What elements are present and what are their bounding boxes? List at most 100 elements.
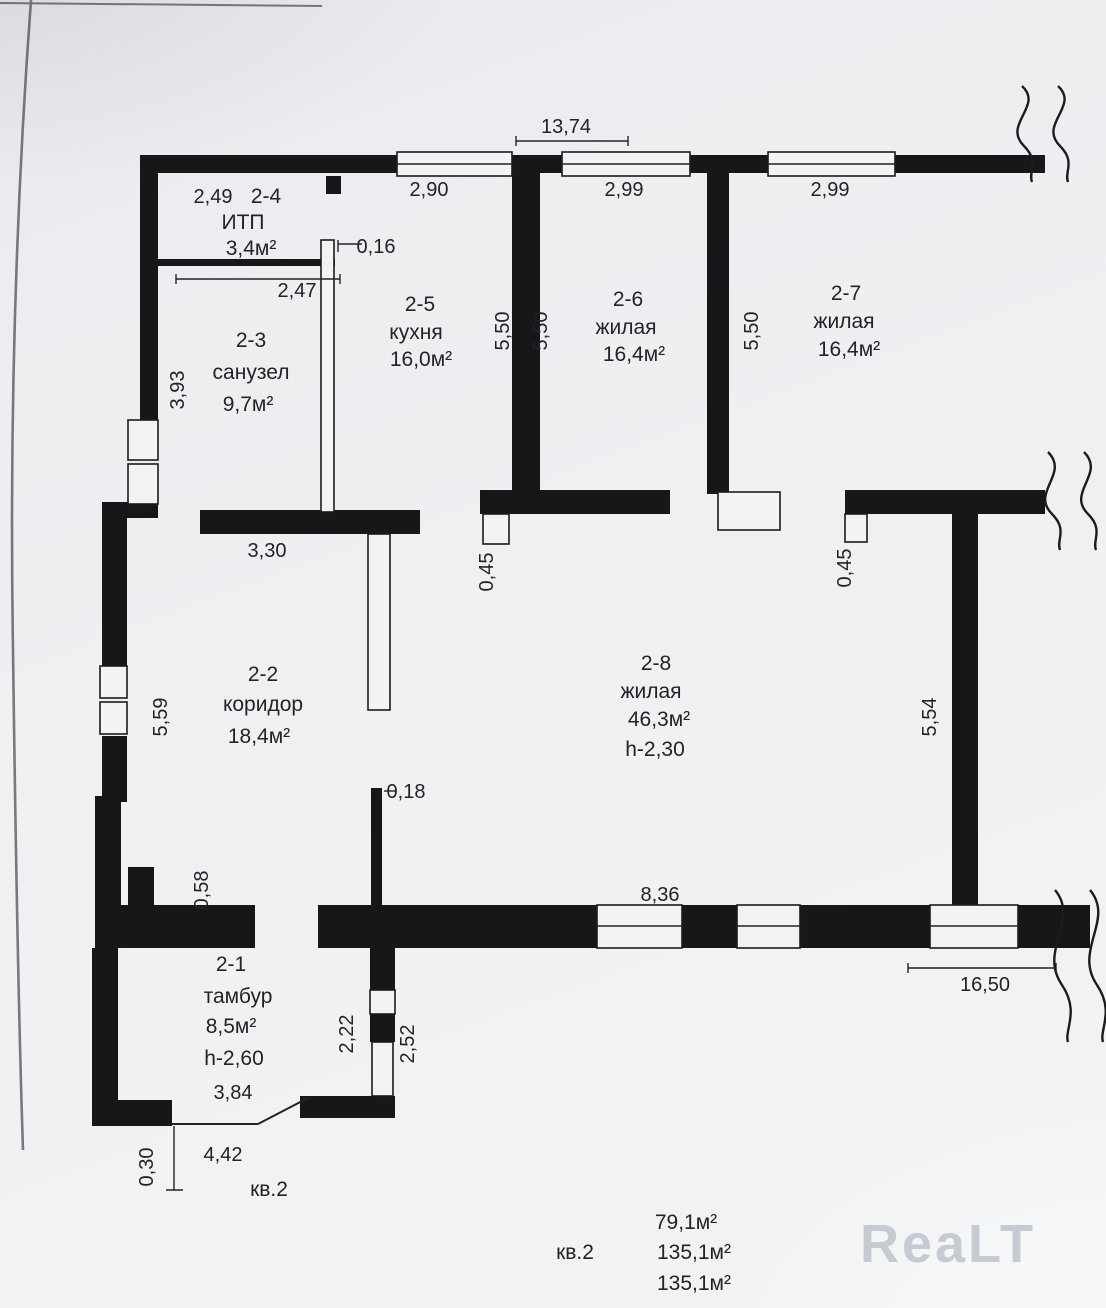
door-leaf-line — [257, 1097, 309, 1125]
wall-segment — [102, 736, 127, 802]
dim-entry-442: 4,42 — [204, 1144, 243, 1166]
wall-segment — [371, 788, 382, 905]
wall-segment — [682, 905, 737, 948]
partition-wall — [320, 239, 335, 513]
page-top-edge-line — [0, 2, 323, 7]
wall-niche — [127, 419, 159, 461]
break-line — [1016, 85, 1034, 183]
dim-koridor-top: 3,30 — [248, 540, 287, 562]
room-2-7-area: 16,4м² — [818, 338, 880, 361]
plan-apartment-label: кв.2 — [250, 1178, 288, 1201]
wall-segment — [300, 1096, 395, 1118]
room-2-2-name: коридор — [223, 693, 303, 716]
break-line — [1044, 451, 1062, 551]
room-2-4-area: 3,4м² — [226, 237, 277, 260]
dim-v045b: 0,45 — [834, 549, 856, 588]
dim-koridor-h: 5,59 — [150, 698, 172, 737]
window-symbol — [371, 1041, 394, 1097]
wall-segment — [121, 905, 255, 948]
room-2-1-id: 2-1 — [216, 953, 246, 976]
footer-apartment-label: кв.2 — [556, 1241, 594, 1264]
room-2-1-name: тамбур — [204, 985, 273, 1008]
window-symbol — [369, 989, 396, 1015]
wall-segment — [318, 905, 597, 948]
room-2-4-id: 2-4 — [251, 185, 282, 208]
dim-win1: 2,90 — [410, 179, 449, 201]
dim-room8-right: 5,54 — [919, 698, 941, 737]
wall-segment — [200, 510, 420, 534]
dim-tambur-222: 2,22 — [336, 1015, 358, 1054]
wall-segment — [158, 259, 335, 266]
dim-entry-030: 0,30 — [136, 1148, 158, 1187]
footer-area-3: 135,1м² — [657, 1272, 731, 1295]
wall-segment — [92, 1100, 172, 1126]
room-2-8-area: 46,3м² — [628, 708, 690, 731]
wall-segment — [370, 948, 395, 990]
wall-segment — [140, 155, 397, 173]
dim-v045a: 0,45 — [476, 553, 498, 592]
dim-tambur-384: 3,84 — [214, 1082, 253, 1104]
room-2-6-id: 2-6 — [613, 288, 643, 311]
room-2-3-name: санузел — [213, 361, 290, 384]
dim-itp-width: 2,49 — [194, 186, 233, 208]
wall-segment — [140, 155, 158, 422]
dim-tambur-252: 2,52 — [397, 1025, 419, 1064]
wall-column — [326, 176, 341, 194]
room-2-7-name: жилая — [813, 310, 874, 333]
wall-segment — [845, 490, 1045, 514]
wall-niche — [127, 463, 159, 505]
room-2-1-height: h-2,60 — [204, 1047, 264, 1070]
dim-wall-018: 0,18 — [387, 781, 426, 803]
wall-segment — [512, 155, 562, 173]
page-edge — [0, 0, 323, 1151]
room-2-5-name: кухня — [389, 321, 442, 344]
dim-itp-bottom: 2,47 — [278, 280, 317, 302]
wall-segment — [92, 948, 118, 1100]
dim-win3: 2,99 — [811, 179, 850, 201]
room-2-7-id: 2-7 — [831, 282, 861, 305]
wall-segment — [952, 514, 978, 948]
dim-v550b: 5,50 — [530, 312, 552, 351]
walls-layer — [92, 155, 1090, 1126]
dim-room8-width: 8,36 — [641, 884, 680, 906]
wall-segment — [512, 173, 540, 514]
door-opening — [717, 491, 781, 531]
room-2-1-area: 8,5м² — [206, 1015, 257, 1038]
wall-segment — [102, 502, 127, 666]
dim-win2: 2,99 — [605, 179, 644, 201]
room-2-8-height: h-2,30 — [625, 738, 685, 761]
wall-segment — [370, 1012, 395, 1042]
room-2-5-area: 16,0м² — [390, 348, 452, 371]
room-2-8-id: 2-8 — [641, 652, 671, 675]
labels-layer: 13,74 2,49 2-4 ИТП 3,4м² 2,90 2,99 2,99 … — [136, 116, 1036, 1295]
dim-sanuzel-h: 3,93 — [167, 371, 189, 410]
room-2-4-name: ИТП — [221, 211, 264, 234]
wall-segment — [895, 155, 1045, 173]
footer-area-1: 79,1м² — [655, 1211, 717, 1234]
wall-segment — [690, 155, 768, 173]
realt-watermark-logo: ReaLT — [860, 1214, 1036, 1274]
break-line — [1088, 889, 1106, 1043]
footer-area-2: 135,1м² — [657, 1241, 731, 1264]
wall-niche — [99, 665, 128, 699]
dim-top-total: 13,74 — [541, 116, 591, 138]
wall-stub — [482, 513, 510, 545]
room-2-3-area: 9,7м² — [223, 393, 274, 416]
dim-v550a: 5,50 — [492, 312, 514, 351]
break-line — [1053, 889, 1072, 1043]
break-line — [1080, 451, 1098, 551]
room-2-3-id: 2-3 — [236, 329, 266, 352]
wall-stub — [128, 867, 154, 907]
wall-segment — [95, 796, 121, 948]
room-2-6-name: жилая — [595, 316, 656, 339]
dim-bottom-total: 16,50 — [960, 974, 1010, 996]
dimension-lines-layer — [166, 136, 1057, 1191]
wall-segment — [480, 490, 670, 514]
room-2-6-area: 16,4м² — [603, 343, 665, 366]
room-2-8-name: жилая — [620, 680, 681, 703]
room-2-2-area: 18,4м² — [228, 725, 290, 748]
dim-wall-016: 0,16 — [357, 236, 396, 258]
wall-stub — [844, 513, 868, 543]
